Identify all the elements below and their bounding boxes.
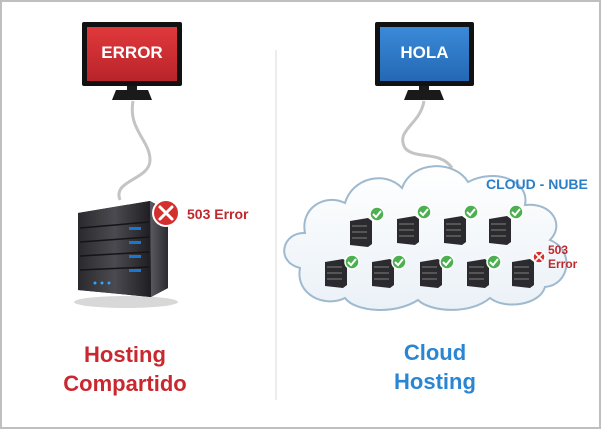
left-monitor-icon: [82, 22, 182, 100]
failed-server-word: Error: [548, 257, 578, 271]
cloud-server-icon: [420, 259, 442, 288]
right-monitor-label: HOLA: [400, 43, 449, 62]
shared-hosting-caption-line1: Hosting: [84, 342, 166, 367]
green-check-icon: [463, 204, 479, 220]
left-cable: [117, 100, 152, 201]
error-x-icon: [152, 199, 180, 227]
green-check-icon: [416, 204, 432, 220]
cloud-hosting-caption-line2: Hosting: [394, 369, 476, 394]
failed-server-code: 503: [548, 243, 569, 257]
cloud-server-icon: [444, 216, 466, 245]
cloud-shape: [283, 165, 568, 311]
failed-server-label: 503 Error: [548, 243, 577, 271]
failed-cloud-server-icon: [512, 259, 534, 288]
red-x-icon: [532, 250, 546, 264]
green-check-icon: [486, 254, 502, 270]
left-error-label: 503 Error: [187, 206, 249, 222]
shared-server-icon: [74, 201, 178, 308]
cloud-title: CLOUD - NUBE: [486, 176, 588, 192]
green-check-icon: [391, 254, 407, 270]
cloud-server-icon: [372, 259, 394, 288]
left-monitor-label: ERROR: [101, 43, 163, 62]
green-check-icon: [344, 254, 360, 270]
shared-hosting-caption: Hosting Compartido: [40, 340, 210, 398]
cloud-hosting-caption: Cloud Hosting: [370, 338, 500, 396]
shared-hosting-caption-line2: Compartido: [63, 371, 187, 396]
green-check-icon: [508, 204, 524, 220]
right-monitor-icon: [375, 22, 474, 100]
right-cable: [401, 100, 454, 169]
cloud-server-icon: [325, 259, 347, 288]
cloud-server-icon: [489, 216, 511, 245]
cloud-server-icon: [397, 216, 419, 245]
green-check-icon: [439, 254, 455, 270]
cloud-server-icon: [350, 218, 372, 247]
cloud-hosting-caption-line1: Cloud: [403, 340, 467, 365]
green-check-icon: [369, 206, 385, 222]
cloud-server-icon: [467, 259, 489, 288]
